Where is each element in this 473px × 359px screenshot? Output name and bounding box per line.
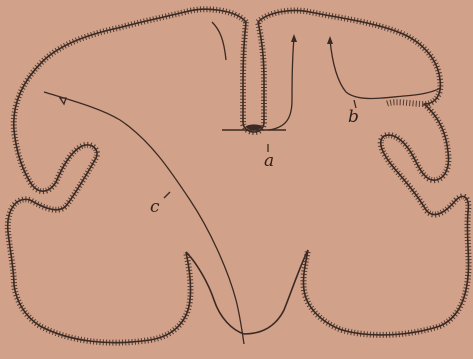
left-hemisphere <box>8 9 246 342</box>
fibre-a <box>212 22 294 130</box>
label-b: b <box>348 107 359 127</box>
label-a: a <box>264 151 274 171</box>
right-hemisphere <box>244 10 469 334</box>
fibre-c <box>44 92 244 344</box>
central-fissure <box>222 22 286 132</box>
label-c: c <box>150 197 160 217</box>
fibre-c-arrow <box>60 98 66 104</box>
pointer-c <box>164 192 170 198</box>
